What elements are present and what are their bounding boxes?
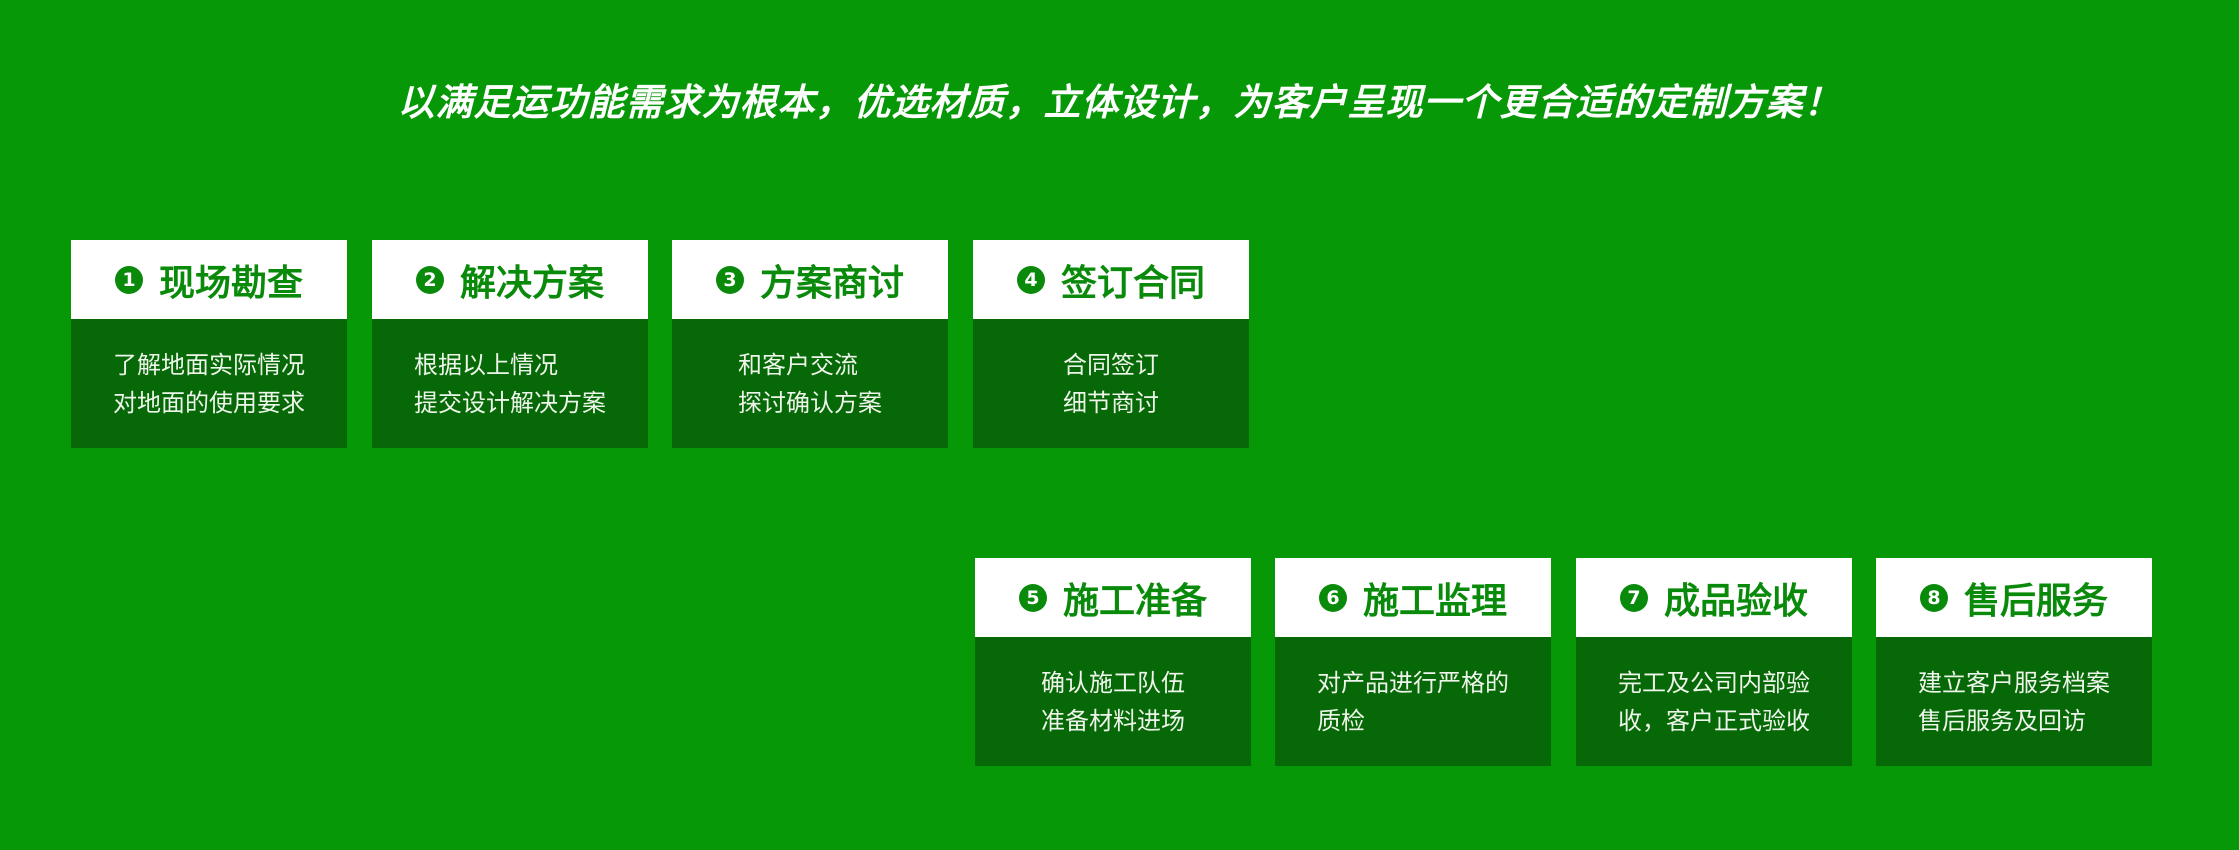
step-line: 建立客户服务档案 (1918, 668, 2110, 697)
step-card: 5 施工准备 确认施工队伍准备材料进场 (975, 558, 1251, 766)
step-title: 方案商讨 (759, 262, 904, 304)
step-header: 7 成品验收 (1576, 558, 1852, 637)
step-number-icon: 4 (1016, 265, 1045, 294)
step-line: 质检 (1317, 706, 1365, 735)
step-header: 8 售后服务 (1876, 558, 2152, 637)
step-card: 3 方案商讨 和客户交流探讨确认方案 (672, 240, 948, 448)
step-line: 提交设计解决方案 (414, 388, 606, 417)
step-body: 了解地面实际情况对地面的使用要求 (71, 319, 347, 448)
step-header: 6 施工监理 (1275, 558, 1551, 637)
step-number-icon: 3 (715, 265, 744, 294)
step-body: 确认施工队伍准备材料进场 (975, 637, 1251, 766)
step-title: 售后服务 (1963, 580, 2108, 622)
step-body: 合同签订细节商讨 (973, 319, 1249, 448)
step-card: 2 解决方案 根据以上情况提交设计解决方案 (372, 240, 648, 448)
step-line: 根据以上情况 (414, 350, 558, 379)
step-card: 4 签订合同 合同签订细节商讨 (973, 240, 1249, 448)
step-header: 2 解决方案 (372, 240, 648, 319)
step-number-icon: 5 (1018, 583, 1047, 612)
step-line: 准备材料进场 (1041, 706, 1185, 735)
step-header: 1 现场勘查 (71, 240, 347, 319)
step-card: 1 现场勘查 了解地面实际情况对地面的使用要求 (71, 240, 347, 448)
step-header: 3 方案商讨 (672, 240, 948, 319)
step-card: 7 成品验收 完工及公司内部验收，客户正式验收 (1576, 558, 1852, 766)
step-card: 8 售后服务 建立客户服务档案售后服务及回访 (1876, 558, 2152, 766)
step-line: 探讨确认方案 (738, 388, 882, 417)
step-number-icon: 7 (1619, 583, 1648, 612)
step-title: 解决方案 (459, 262, 604, 304)
step-line: 细节商讨 (1063, 388, 1159, 417)
step-line: 对地面的使用要求 (113, 388, 305, 417)
step-line: 了解地面实际情况 (113, 350, 305, 379)
step-title: 现场勘查 (158, 262, 303, 304)
step-line: 收，客户正式验收 (1618, 706, 1810, 735)
page-title: 以满足运功能需求为根本，优选材质，立体设计，为客户呈现一个更合适的定制方案！ (397, 81, 1842, 124)
step-title: 成品验收 (1663, 580, 1808, 622)
step-body: 和客户交流探讨确认方案 (672, 319, 948, 448)
step-title: 签订合同 (1060, 262, 1205, 304)
step-number-icon: 8 (1919, 583, 1948, 612)
step-number-icon: 6 (1318, 583, 1347, 612)
step-body: 对产品进行严格的质检 (1275, 637, 1551, 766)
step-title: 施工监理 (1362, 580, 1507, 622)
step-line: 对产品进行严格的 (1317, 668, 1509, 697)
step-body: 根据以上情况提交设计解决方案 (372, 319, 648, 448)
step-line: 确认施工队伍 (1041, 668, 1185, 697)
step-body: 建立客户服务档案售后服务及回访 (1876, 637, 2152, 766)
step-line: 和客户交流 (738, 350, 858, 379)
step-body: 完工及公司内部验收，客户正式验收 (1576, 637, 1852, 766)
step-title: 施工准备 (1062, 580, 1207, 622)
step-number-icon: 2 (415, 265, 444, 294)
step-header: 4 签订合同 (973, 240, 1249, 319)
step-line: 售后服务及回访 (1918, 706, 2086, 735)
step-header: 5 施工准备 (975, 558, 1251, 637)
step-number-icon: 1 (114, 265, 143, 294)
step-line: 合同签订 (1063, 350, 1159, 379)
step-card: 6 施工监理 对产品进行严格的质检 (1275, 558, 1551, 766)
step-line: 完工及公司内部验 (1618, 668, 1810, 697)
